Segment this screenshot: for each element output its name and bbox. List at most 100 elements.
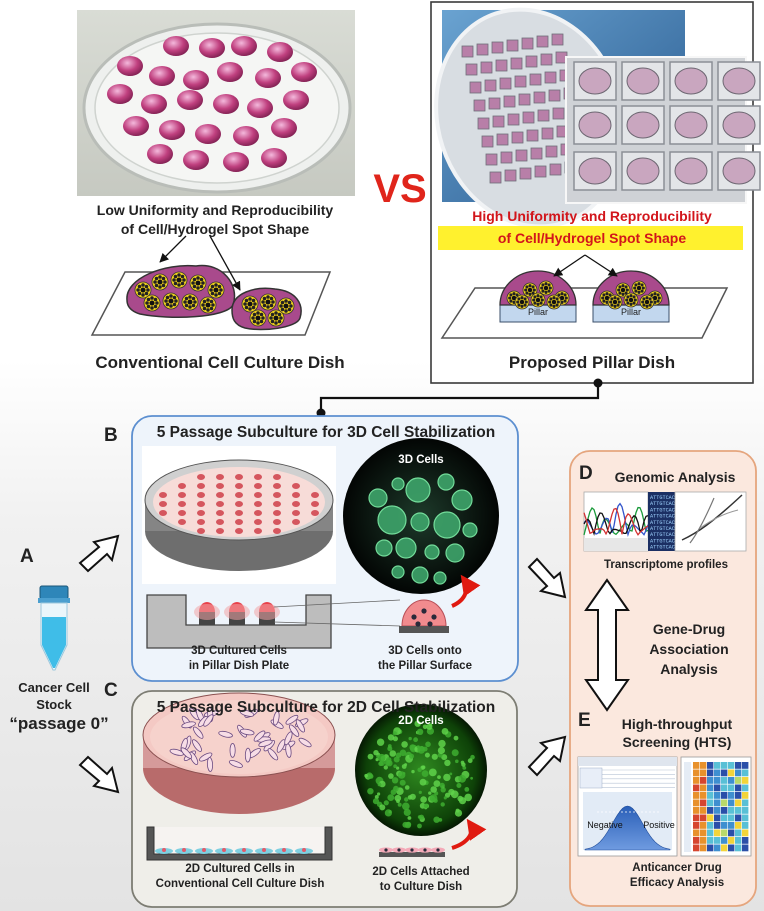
cell-spheroid: [530, 292, 546, 308]
cell-dot: [456, 783, 462, 788]
cell-dot: [384, 809, 392, 817]
3d-cells-on-pillar-illustration: [399, 574, 481, 633]
cell-dot: [417, 815, 422, 819]
cell-spheroid: [546, 294, 562, 310]
hydrogel-spot: [217, 62, 243, 82]
pillar-well: [496, 133, 509, 146]
genomic-analysis-images: ATTGTCACGATTGTCACGATTGTCACGATTGTCACGATTG…: [583, 491, 747, 552]
heatmap-cell: [728, 844, 735, 852]
heatmap-cell: [714, 844, 721, 852]
hydrogel-spot: [177, 90, 203, 110]
pillar-well: [519, 167, 532, 180]
heatmap-cell: [742, 807, 749, 814]
pillar-well: [461, 45, 474, 58]
flat-cell: [258, 739, 273, 747]
sequence-row: ATTGTCACG: [650, 532, 678, 538]
pillar-caption-line-1: High Uniformity and Reproducibility: [472, 208, 712, 224]
nucleus: [397, 848, 401, 852]
cell-dot: [384, 759, 391, 766]
nucleus: [415, 621, 421, 627]
pillar-well: [525, 55, 538, 68]
cell-dot: [407, 816, 412, 820]
hydrogel-spot: [149, 66, 175, 86]
hydrogel-spot: [183, 150, 209, 170]
heatmap-cell: [693, 792, 700, 799]
pillar-spot: [216, 510, 224, 516]
sequence-row: ATTGTCACG: [650, 501, 678, 507]
cell-dot: [391, 777, 399, 784]
cell-spheroid: [170, 271, 188, 289]
pillar-spot: [216, 528, 224, 534]
pillar-spot: [273, 501, 281, 507]
sequence-row: ATTGTCACG: [650, 495, 678, 501]
hydrogel-spot: [247, 98, 273, 118]
cell-spheroid: [259, 293, 277, 311]
heatmap-cell: [714, 822, 721, 829]
heatmap-cell: [728, 799, 735, 807]
pillar-spot-schematic: [440, 254, 729, 339]
pillar-well: [503, 95, 516, 108]
heatmap-cell: [707, 844, 714, 852]
spheroid: [445, 543, 465, 563]
hydrogel-spot: [223, 152, 249, 172]
conventional-dish-photo: [77, 10, 355, 196]
nucleus: [182, 848, 186, 852]
spheroid: [405, 477, 431, 503]
flat-cell: [181, 721, 196, 729]
spheroid: [391, 565, 405, 579]
cell-dot: [433, 816, 440, 823]
pillar-spot: [273, 519, 281, 525]
cell-spheroid: [189, 274, 207, 292]
pillar-spot: [235, 501, 243, 507]
cell-dot: [441, 754, 448, 761]
cell-spheroid: [607, 294, 623, 310]
cell-dot: [441, 728, 449, 735]
cell-dot: [393, 756, 400, 763]
cell-dot: [402, 802, 410, 811]
pillar-spot: [311, 492, 319, 498]
hydrogel-spot: [291, 62, 317, 82]
heatmap-cell: [714, 814, 721, 822]
pillar-well: [533, 91, 546, 104]
negative-label: Negative: [587, 820, 623, 830]
pillar-spot: [273, 492, 281, 498]
cell-dot: [399, 779, 406, 786]
pillar-spot: [216, 474, 224, 480]
hydrogel-spot: [199, 38, 225, 58]
pillar-well: [552, 107, 565, 120]
cell-dot: [409, 793, 416, 800]
pillar-spot: [254, 483, 262, 489]
spheroid: [462, 522, 478, 538]
cell-dot: [392, 731, 397, 736]
cell-dot: [409, 744, 416, 751]
heatmap-cell: [721, 769, 728, 777]
flat-cell: [192, 726, 204, 739]
heatmap-cell: [700, 829, 707, 837]
cell-spheroid: [249, 309, 267, 327]
cell-dot: [419, 802, 426, 809]
pillar-spot: [178, 519, 186, 525]
heatmap-cell: [693, 844, 700, 852]
pillar-well: [521, 37, 534, 50]
heatmap-cell: [714, 799, 721, 807]
fluorescent-spheroids: [368, 473, 478, 585]
pillar-well: [480, 61, 493, 74]
heatmap-cell: [707, 814, 714, 822]
pillar-spot: [254, 519, 262, 525]
panel-a-label-line-1: Cancer Cell: [18, 680, 90, 695]
cell-dot: [443, 773, 451, 782]
panel-d-caption: Transcriptome profiles: [604, 559, 728, 571]
pillar-dish-cross-section: [146, 594, 401, 649]
cell-dot: [430, 786, 438, 793]
hts-table: [579, 767, 675, 789]
heatmap-cell: [735, 784, 742, 792]
cell-dot: [399, 749, 407, 757]
sequence-row: ATTGTCACG: [650, 514, 678, 520]
hydrogel-spot: [147, 144, 173, 164]
cell-dot: [413, 737, 418, 743]
cell-dot: [450, 790, 459, 799]
heatmap-cell: [700, 792, 707, 799]
nucleus: [411, 614, 417, 620]
cell-dot: [375, 758, 379, 762]
heatmap-cell: [742, 829, 749, 837]
